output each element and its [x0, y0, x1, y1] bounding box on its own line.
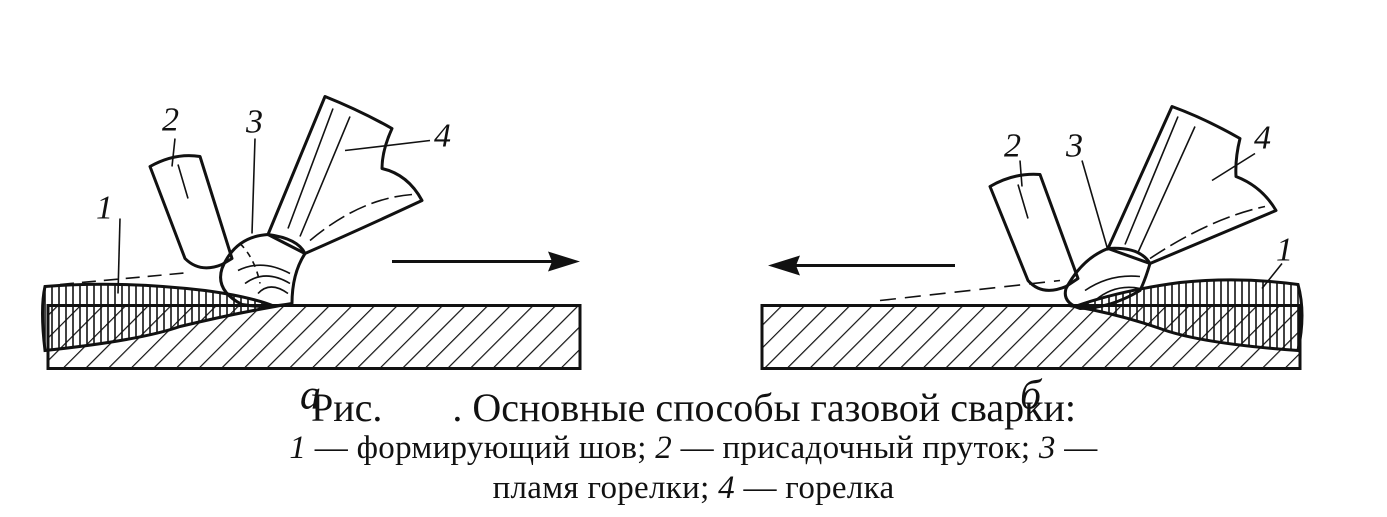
legend-text: пламя горелки; [492, 470, 719, 506]
label-weld-b: 1 [1276, 232, 1293, 269]
label-torch-a: 4 [434, 118, 451, 155]
figure-caption-legend-1: 1 — формирующий шов; 2 — присадочный пру… [0, 430, 1387, 467]
weld-bead-b [1069, 278, 1304, 353]
filler-rod-a [148, 154, 234, 270]
torch-b [1106, 105, 1278, 265]
legend-num: 4 [718, 470, 735, 506]
label-flame-b: 3 [1065, 128, 1083, 165]
direction-arrow-right [392, 251, 580, 272]
panel-label-a: а [300, 373, 321, 419]
legend-text: — присадочный пруток; [672, 430, 1039, 466]
weld-bead-a [41, 282, 281, 353]
caption-title: . Основные способы газовой сварки: [452, 385, 1077, 430]
flame-b [879, 246, 1152, 310]
panel-a [41, 95, 582, 370]
panel-b [760, 105, 1304, 370]
label-torch-b: 4 [1254, 120, 1271, 157]
filler-rod-b [988, 172, 1080, 292]
legend-num: 3 [1038, 430, 1056, 466]
legend-text: — [1055, 430, 1098, 466]
label-rod-a: 2 [162, 102, 179, 139]
legend-text: — горелка [734, 470, 895, 506]
torch-a [266, 95, 424, 255]
label-rod-b: 2 [1004, 128, 1021, 165]
label-weld-a: 1 [96, 190, 113, 227]
figure-caption-legend-2: пламя горелки; 4 — горелка [0, 470, 1387, 507]
direction-arrow-left [768, 255, 955, 276]
flame-a [59, 233, 307, 308]
figure-caption-title: Рис. . Основные способы газовой сварки: [0, 384, 1387, 431]
label-flame-a: 3 [245, 104, 263, 141]
legend-num: 1 [289, 430, 307, 466]
legend-num: 2 [655, 430, 673, 466]
legend-text: — формирующий шов; [306, 430, 656, 466]
panel-label-b: б [1020, 373, 1043, 419]
caption-prefix: Рис. [310, 385, 383, 430]
